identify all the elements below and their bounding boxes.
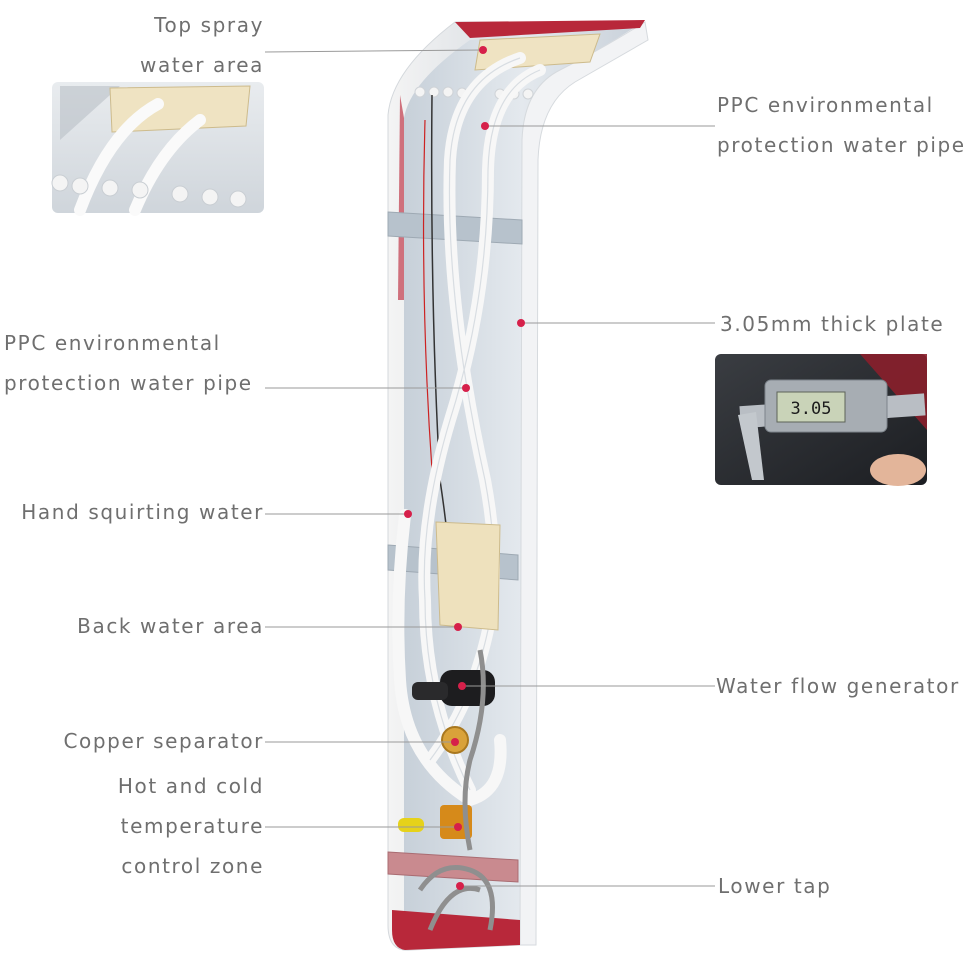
label-line: 3.05mm thick plate [720,312,945,336]
label-line: PPC environmental [4,331,221,355]
label-top-spray-water-area: Top spray water area [100,5,264,85]
label-line: control zone [121,854,264,878]
inset-top-spray-photo [51,82,264,216]
label-back-water-area: Back water area [0,606,264,646]
label-line: temperature [120,814,264,838]
leader-top-spray [264,49,484,53]
label-line: Water flow generator [716,674,960,698]
dot-ppc-right [481,122,489,130]
label-line: PPC environmental [717,93,934,117]
caliper-display-reading: 3.05 [791,399,832,419]
label-line: Top spray [154,13,264,37]
label-line: protection water pipe [717,133,966,157]
label-line: water area [140,53,264,77]
callout-dots [404,46,525,890]
label-line: Hand squirting water [21,500,264,524]
dot-hot-cold [454,823,462,831]
label-ppc-water-pipe-right: PPC environmental protection water pipe [717,85,966,165]
leader-lines [264,49,715,887]
dot-ppc-left [462,384,470,392]
label-line: Hot and cold [117,774,264,798]
dot-hand-squirting [404,510,412,518]
label-ppc-water-pipe-left: PPC environmental protection water pipe [4,323,253,403]
label-line: Copper separator [63,729,264,753]
dot-thick-plate [517,319,525,327]
label-line: protection water pipe [4,371,253,395]
label-hand-squirting-water: Hand squirting water [0,492,264,532]
label-copper-separator: Copper separator [0,721,264,761]
inset-caliper-photo: 3.05 [715,354,927,486]
label-water-flow-generator: Water flow generator [716,666,960,706]
label-hot-cold-control-zone: Hot and cold temperature control zone [60,766,264,886]
dot-copper-separator [451,738,459,746]
dot-water-flow [458,682,466,690]
dot-back-water [454,623,462,631]
label-line: Lower tap [718,874,832,898]
label-lower-tap: Lower tap [718,866,831,906]
shower-panel [387,20,649,951]
label-thick-plate: 3.05mm thick plate [720,304,944,344]
label-line: Back water area [77,614,264,638]
dot-lower-tap [456,882,464,890]
dot-top-spray [479,46,487,54]
